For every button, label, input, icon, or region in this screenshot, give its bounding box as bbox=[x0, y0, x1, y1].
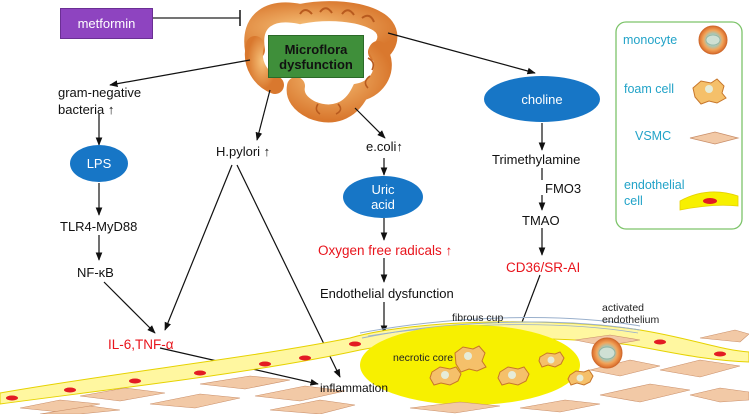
metformin-label: metformin bbox=[77, 16, 136, 31]
legend-vsmc-label: VSMC bbox=[635, 129, 672, 143]
gram-negative-label: gram-negative bacteria ↑ bbox=[58, 85, 142, 117]
legend-monocyte-label: monocyte bbox=[623, 33, 678, 47]
lps-ellipse: LPS bbox=[70, 145, 128, 182]
tlr4-label: TLR4-MyD88 bbox=[60, 219, 138, 234]
endothelial-dysfunction-label: Endothelial dysfunction bbox=[320, 286, 454, 301]
choline-label: choline bbox=[521, 91, 563, 107]
fmo3-label: FMO3 bbox=[545, 181, 582, 196]
legend-box bbox=[615, 21, 743, 230]
metformin-box: metformin bbox=[60, 8, 153, 39]
trimethylamine-label: Trimethylamine bbox=[492, 152, 581, 167]
tmao-label: TMAO bbox=[522, 213, 560, 228]
colon-illustration bbox=[244, 1, 398, 123]
uric-acid-ellipse: Uric acid bbox=[343, 176, 423, 218]
cd36-label: CD36/SR-AI bbox=[506, 260, 581, 275]
choline-ellipse: choline bbox=[484, 76, 600, 122]
oxygen-label: Oxygen free radicals ↑ bbox=[318, 243, 453, 258]
legend-vsmc-icon bbox=[689, 131, 740, 145]
hpylori-label: H.pylori ↑ bbox=[216, 144, 271, 159]
fibrous-cup-label: fibrous cup bbox=[452, 312, 504, 324]
ecoli-label: e.coli↑ bbox=[366, 139, 403, 154]
necrotic-core-label: necrotic core bbox=[393, 352, 454, 364]
artery-wall bbox=[0, 317, 749, 414]
cytokines-label: IL-6,TNF-α bbox=[108, 337, 174, 352]
microflora-label: Microflora dysfunction bbox=[279, 41, 353, 72]
uric-acid-label: Uric acid bbox=[371, 182, 395, 212]
activated-endothelium-label: activated endothelium bbox=[602, 302, 660, 326]
lps-label: LPS bbox=[86, 156, 112, 171]
nfkb-label: NF-κB bbox=[77, 265, 114, 280]
legend-foam-cell-label: foam cell bbox=[624, 82, 675, 96]
microflora-box: Microflora dysfunction bbox=[268, 35, 364, 78]
legend-endothelial-label: endothelial cell bbox=[624, 178, 685, 208]
inflammation-label: inflammation bbox=[320, 381, 389, 395]
